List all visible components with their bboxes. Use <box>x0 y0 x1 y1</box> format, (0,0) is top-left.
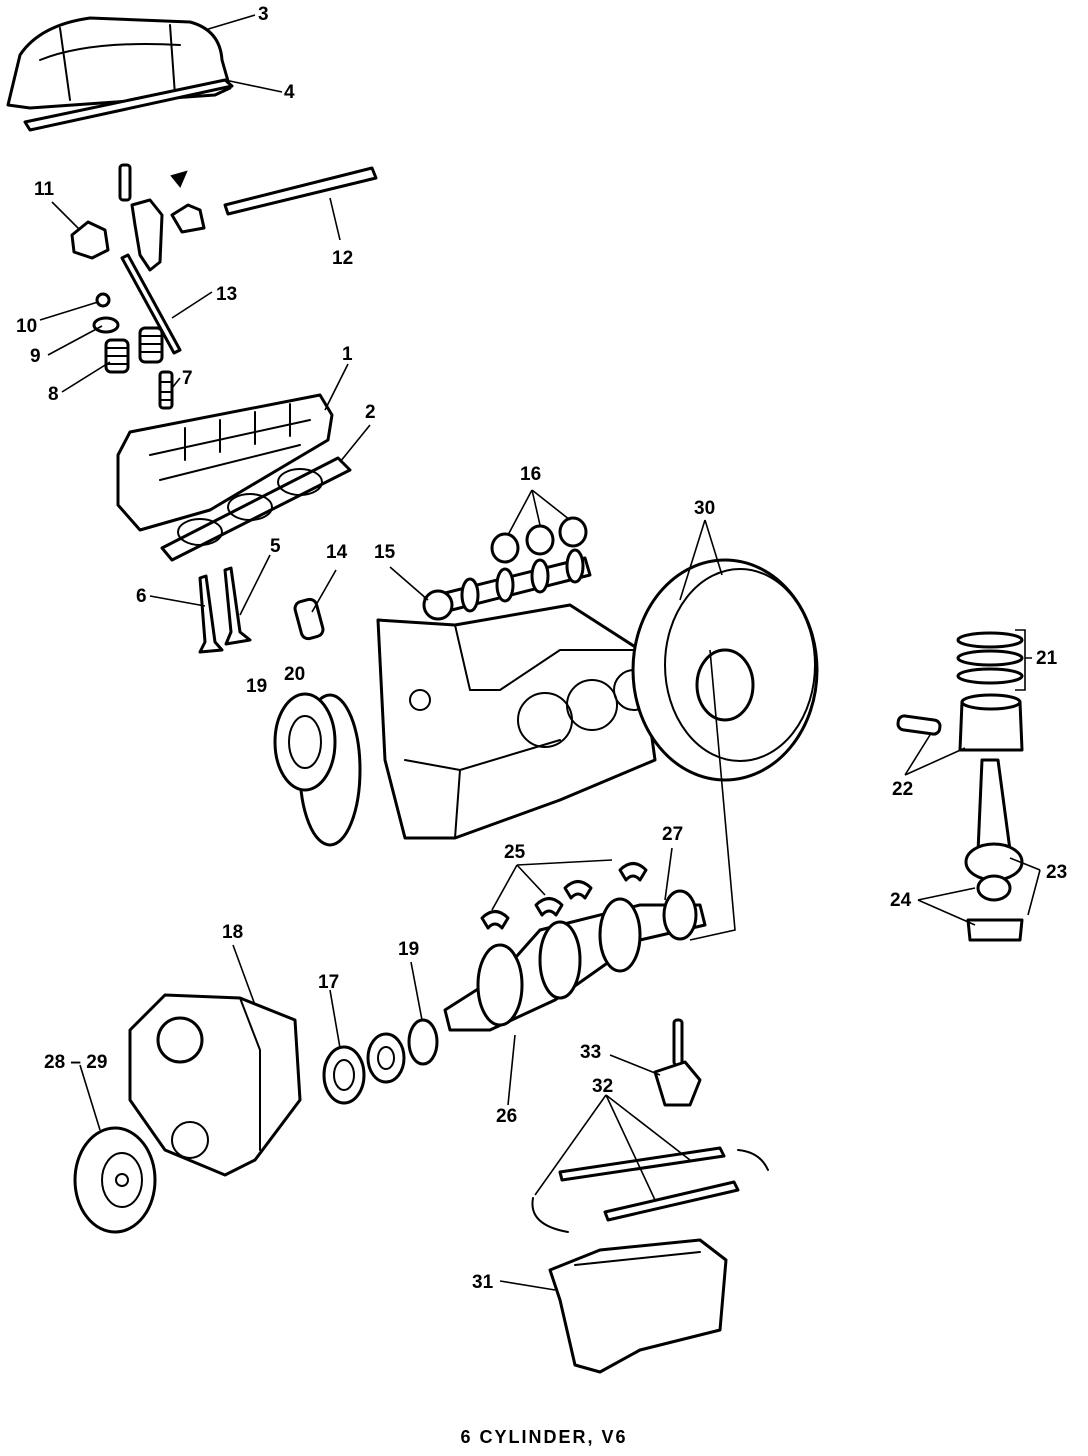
pushrod <box>120 253 182 355</box>
lifter <box>293 597 325 641</box>
cam-bearings <box>490 516 588 564</box>
callout-labels: 3 4 11 12 13 10 9 8 7 1 2 5 6 14 15 16 3… <box>16 4 1067 1293</box>
connecting-rod <box>964 758 1024 942</box>
callout-4: 4 <box>284 82 295 103</box>
oil-pan-gaskets <box>531 1146 769 1233</box>
main-bearings <box>480 862 648 930</box>
callout-12: 12 <box>332 248 353 269</box>
callout-18: 18 <box>222 922 243 943</box>
callout-11: 11 <box>34 179 55 200</box>
leader-lines <box>39 14 1041 1291</box>
valve-cover <box>6 16 232 110</box>
callout-15: 15 <box>374 542 396 563</box>
cylinder-head <box>116 393 334 532</box>
rocker-arm <box>70 220 110 260</box>
callout-25: 25 <box>504 842 526 863</box>
callout-30: 30 <box>694 498 715 519</box>
callout-16: 16 <box>520 464 541 485</box>
timing-gear-chain <box>273 692 362 847</box>
callout-27: 27 <box>662 824 683 845</box>
callout-1: 1 <box>342 344 353 365</box>
rocker-ball <box>170 203 206 234</box>
callout-7: 7 <box>182 368 193 389</box>
valve-seals <box>158 370 174 410</box>
valve-cover-gasket <box>23 78 234 132</box>
piston <box>958 693 1024 752</box>
valve-springs <box>104 326 164 374</box>
callout-3: 3 <box>258 4 269 25</box>
callout-13: 13 <box>216 284 237 305</box>
callout-23: 23 <box>1046 862 1067 883</box>
callout-24: 24 <box>890 890 912 911</box>
callout-31: 31 <box>472 1272 494 1293</box>
head-gasket <box>160 456 352 562</box>
callout-17: 17 <box>318 972 339 993</box>
rod-bearing <box>976 874 1012 902</box>
callout-19-lower: 19 <box>398 939 419 960</box>
valves <box>198 566 252 654</box>
callout-19-upper: 19 <box>246 676 267 697</box>
piston-rings <box>956 631 1024 685</box>
callout-32: 32 <box>592 1076 613 1097</box>
rocker-shaft <box>223 166 378 216</box>
rocker-bolt-assembly <box>118 163 164 272</box>
piston-pin <box>896 714 942 736</box>
engine-block <box>376 603 657 840</box>
diagram-caption: 6 CYLINDER, V6 <box>460 1427 628 1447</box>
callout-10: 10 <box>16 316 37 337</box>
valve-keeper <box>95 292 111 308</box>
camshaft <box>422 548 592 621</box>
callout-2: 2 <box>365 402 376 423</box>
oil-pan <box>548 1238 728 1374</box>
timing-cover <box>128 993 302 1177</box>
callout-26: 26 <box>496 1106 517 1127</box>
crankshaft <box>443 889 707 1032</box>
oil-pickup <box>653 1018 702 1107</box>
callout-6: 6 <box>136 586 147 607</box>
callout-20: 20 <box>284 664 305 685</box>
callout-8: 8 <box>48 384 59 405</box>
crank-sprocket-seal <box>322 1018 439 1105</box>
callout-5: 5 <box>270 536 281 557</box>
callout-33: 33 <box>580 1042 601 1063</box>
rocker-nut <box>170 170 188 188</box>
callout-28-29: 28 – 29 <box>44 1052 107 1073</box>
callout-21: 21 <box>1036 648 1058 669</box>
spring-retainer <box>92 316 120 334</box>
harmonic-balancer <box>73 1126 157 1234</box>
callout-22: 22 <box>892 779 913 800</box>
callout-14: 14 <box>326 542 348 563</box>
callout-9: 9 <box>30 346 41 367</box>
flywheel <box>631 558 819 782</box>
